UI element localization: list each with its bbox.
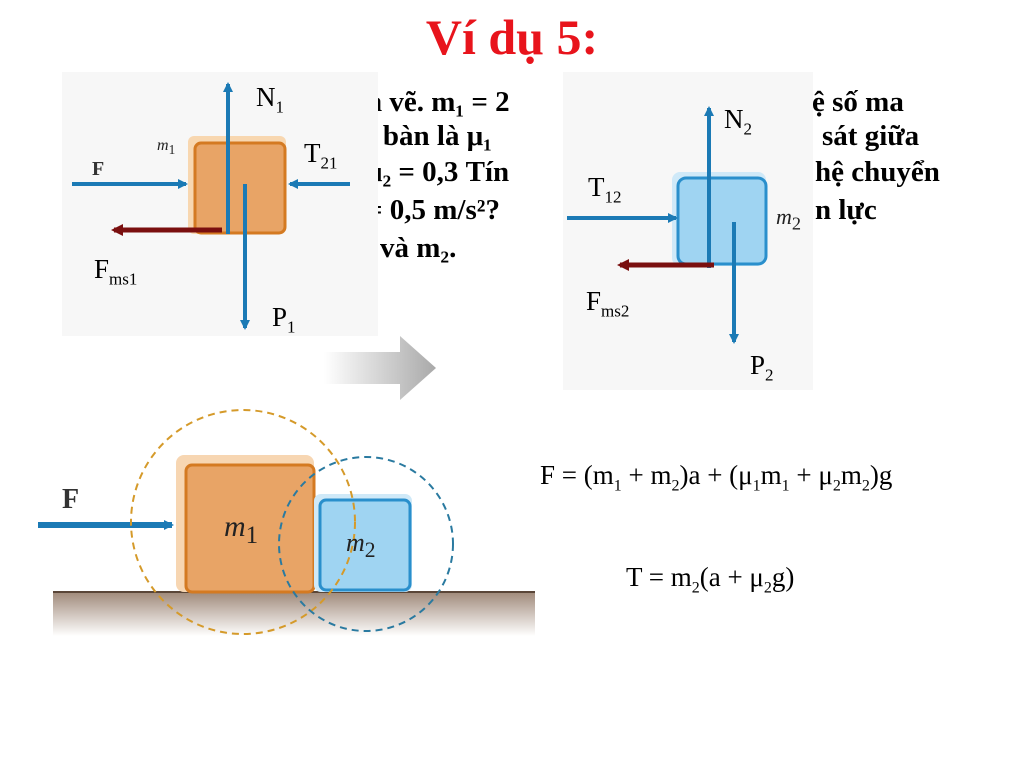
problem-text-line-4a: = 0,5 m/s²? xyxy=(366,194,500,226)
problem-text-line-2a: t bàn là μ₁ xyxy=(366,120,492,152)
problem-text-line-2b: sát giữa xyxy=(822,120,920,152)
label-m1-diagram1: m1 xyxy=(157,137,176,158)
ground-surface xyxy=(53,592,535,636)
label-m2-diagram2: m2 xyxy=(776,204,802,234)
dashed-circle-m1 xyxy=(130,409,356,635)
block-m1 xyxy=(193,141,287,235)
system-block-m2 xyxy=(318,498,412,592)
label-Fms1: Fms1 xyxy=(94,254,138,289)
free-body-diagram-m2 xyxy=(567,106,768,344)
label-N1: N1 xyxy=(256,82,284,117)
label-Fms2: Fms2 xyxy=(586,286,630,321)
problem-text-line-4b: n lực xyxy=(815,194,877,226)
label-m1-system: m1 xyxy=(224,510,259,549)
label-N2: N2 xyxy=(724,104,752,139)
free-body-diagram-m1 xyxy=(72,82,350,330)
formula-F: F = (m1 + m2)a + (μ1m1 + μ2m2)g xyxy=(540,460,893,495)
transition-arrow xyxy=(324,336,436,400)
formula-T: T = m2(a + μ2g) xyxy=(626,562,795,597)
problem-text-line-3a: μ₂ = 0,3 Tín xyxy=(366,156,510,188)
slide-title: Ví dụ 5: xyxy=(425,9,599,65)
problem-text-line-1b: ệ số ma xyxy=(812,86,904,118)
problem-text-line-5: và m₂. xyxy=(380,232,457,264)
label-P1: P1 xyxy=(272,302,296,337)
label-F-system: F xyxy=(62,484,80,515)
label-T21: T21 xyxy=(304,138,338,173)
system-diagram xyxy=(38,409,535,636)
label-T12: T12 xyxy=(588,172,622,207)
dashed-circle-m2 xyxy=(278,456,454,632)
problem-text-line-3b: hệ chuyển xyxy=(815,156,940,188)
label-F-diagram1: F xyxy=(92,158,105,180)
problem-text-line-1a: h vẽ. m₁ = 2 xyxy=(366,86,510,118)
block-m2 xyxy=(676,176,768,266)
label-P2: P2 xyxy=(750,350,774,385)
label-m2-system: m2 xyxy=(346,528,376,563)
